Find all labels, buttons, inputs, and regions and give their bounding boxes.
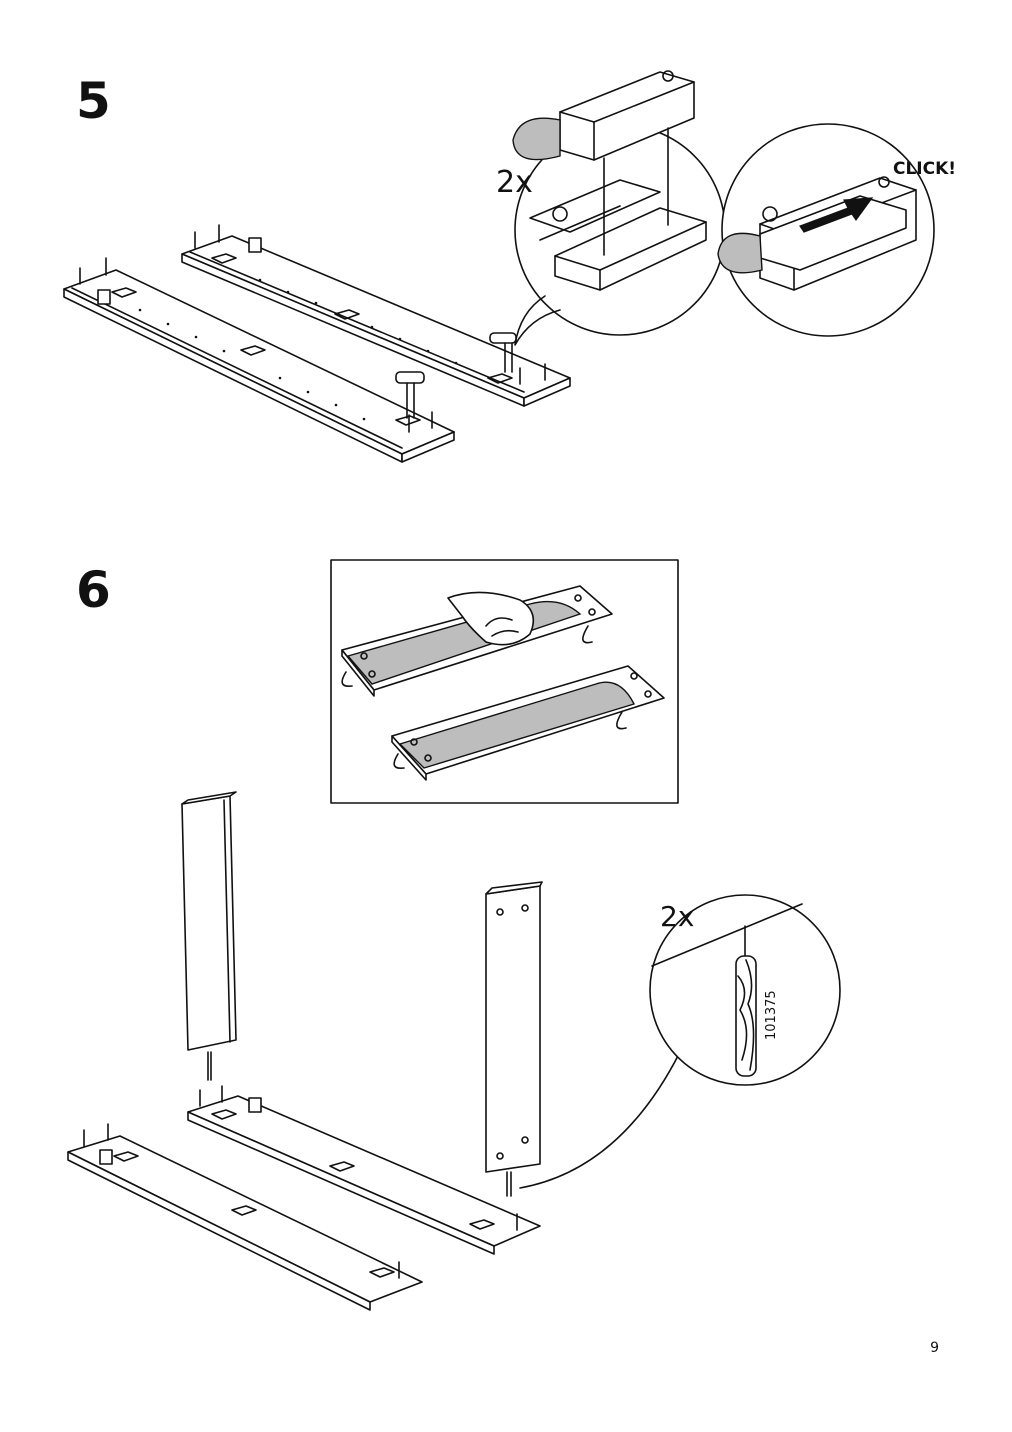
step-5-quantity: 2x bbox=[496, 165, 533, 200]
click-label: CLICK! bbox=[893, 159, 956, 179]
rail-front bbox=[63, 257, 455, 463]
dowel-icon bbox=[735, 955, 757, 1077]
side-panel-left bbox=[181, 791, 237, 1081]
connector-fitting-icon bbox=[395, 332, 517, 419]
detail-circle-click bbox=[717, 123, 935, 337]
rail-back-6 bbox=[187, 1085, 541, 1255]
rail-front-6 bbox=[67, 1123, 423, 1311]
step-5-number: 5 bbox=[76, 72, 111, 130]
step-6-illustration: 2x 101375 bbox=[67, 559, 841, 1311]
hint-panels bbox=[341, 585, 665, 781]
step-6-quantity: 2x bbox=[660, 900, 694, 933]
step-5-illustration: 2x CLICK! bbox=[63, 70, 956, 463]
step-6-number: 6 bbox=[76, 561, 111, 619]
rail-back bbox=[181, 224, 571, 407]
dowel-part-number: 101375 bbox=[764, 990, 779, 1040]
rail-holes bbox=[138, 278, 458, 421]
side-panel-right bbox=[485, 881, 681, 1197]
page-number: 9 bbox=[930, 1340, 939, 1356]
arrow-right-icon bbox=[799, 197, 874, 233]
detail-circle-dowel bbox=[649, 894, 841, 1086]
detail-circle-connector bbox=[512, 70, 726, 346]
